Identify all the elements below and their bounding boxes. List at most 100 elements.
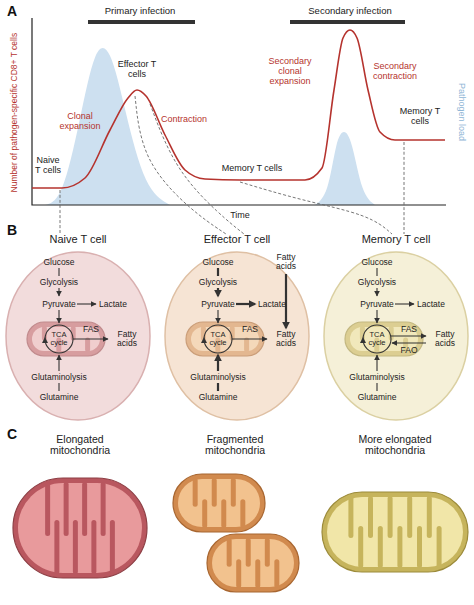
metabolite-label: Glutaminolysis [342,373,412,382]
crista [82,482,87,536]
metabolite-label: Fatty acids [268,253,304,272]
tca-cycle-ring [363,325,391,353]
tca-cycle-ring [204,325,232,353]
metabolite-label: Pyruvate [37,300,81,309]
cell-membrane [6,252,150,420]
node-heading: Memory T cell [321,233,471,245]
crista [193,478,198,507]
outer-membrane [13,478,147,578]
mitochondrion-symbol [13,478,147,578]
metabolite-label: Glutamine [352,393,402,402]
outer-membrane [322,492,468,572]
pathway-arrow [376,288,377,296]
panel-letter: A [4,4,20,19]
metabolite-label: FAS [79,325,103,334]
infection-label: Primary infection [80,6,200,16]
metabolite-label: Glucose [193,258,243,267]
infection-bar [290,20,405,24]
pathway-arrow [392,342,426,343]
metabolite-label: Glucose [352,258,402,267]
metabolite-label: Glycolysis [29,278,89,287]
phase-label: Clonal expansion [55,112,105,132]
pathway-arrow [391,335,426,336]
crista [358,526,363,568]
metabolite-label: Glycolysis [188,278,248,287]
crista [427,496,432,538]
metabolite-label: Glutamine [34,393,84,402]
phase-label: Memory T cells [207,164,297,174]
phase-label: Secondary contraction [367,62,423,82]
crista [45,482,50,536]
pathway-arrow [58,310,59,323]
t-cell-box: Naive T cellGlucoseGlycolysisPyruvateLac… [3,230,153,422]
crista [54,520,59,574]
infection-label: Secondary infection [290,6,410,16]
metabolite-label: TCA cycle [205,331,231,348]
crista [227,538,232,567]
node-heading: Naive T cell [3,233,153,245]
crista [101,482,106,536]
tca-cycle-ring [45,325,73,353]
t-cell-box: Effector T cellGlucose Fatty acidsGlycoly… [162,230,312,422]
t-cell-count-curve [32,30,445,188]
pathway-arrow [58,383,59,391]
node-heading: More elongated mitochondria [350,434,440,457]
metabolite-label: FAO [397,346,421,355]
node-heading: Elongated mitochondria [35,434,125,457]
pathogen-load-area [315,132,375,205]
leader-line [404,142,405,234]
tca-cycle-arrowhead [201,337,207,343]
crista [407,496,412,538]
crista [348,496,353,538]
pathway-arrow [236,303,255,305]
node-heading: Fragmented mitochondria [190,434,280,457]
metabolite-label: Fatty acids [427,330,463,349]
phase-label: Contraction [154,115,214,125]
phase-label: Secondary clonal expansion [264,57,316,87]
leader-line [60,190,61,233]
crista [231,478,236,507]
pathway-arrow [217,268,219,276]
metabolite-label: Lactate [93,300,133,309]
mitochondrion-box: More elongated mitochondria [318,430,472,600]
metabolite-label: FAS [238,325,262,334]
metabolite-label: FAS [397,325,421,334]
metabolite-label: TCA cycle [364,331,390,348]
metabolite-label: Lactate [252,300,292,309]
pathway-arrow [217,355,219,371]
inner-space [18,483,142,573]
metabolite-label: Glutaminolysis [24,373,94,382]
crista [64,482,69,536]
crista [240,499,245,528]
phase-label: Naive T cells [34,156,62,176]
metabolite-label: TCA cycle [46,331,72,348]
axis-line [32,18,446,205]
axis-title: Time [210,211,270,221]
crista [236,559,241,588]
pathway-arrow [58,355,59,371]
cell-membrane [324,252,468,420]
pathway-arrow [217,310,218,323]
crista [246,538,251,567]
pathway-arrow [217,288,219,296]
pathogen-load-area [45,48,170,205]
pathway-arrow [73,338,108,339]
leader-line [240,182,392,234]
cell-membrane [165,252,309,420]
node-heading: Effector T cell [162,233,312,245]
pathway-arrow [376,268,377,276]
crista [397,526,402,568]
panel-letter: B [4,223,20,238]
crista [368,496,373,538]
crista [437,526,442,568]
mitochondrion-box: Elongated mitochondria [5,430,155,600]
mitochondrion-symbol [173,474,265,532]
metabolite-label: Pyruvate [355,300,399,309]
crista [212,478,217,507]
crista [91,520,96,574]
axis-title: Pathogen load [456,62,466,162]
phase-label: Effector T cells [113,60,161,80]
crista [265,538,270,567]
crista [221,499,226,528]
